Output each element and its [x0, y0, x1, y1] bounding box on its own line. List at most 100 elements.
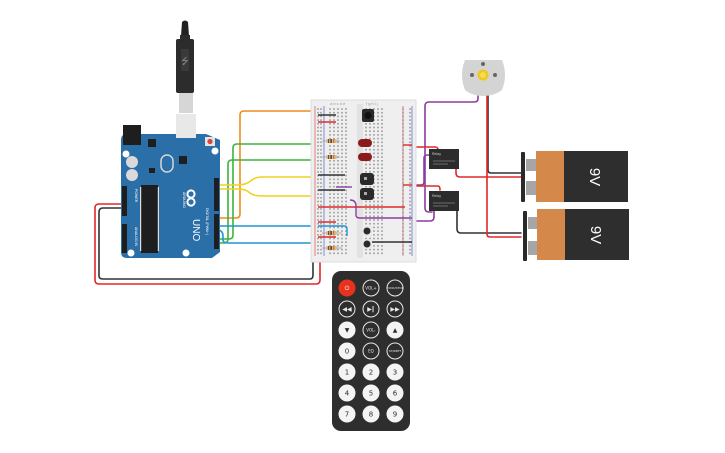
- wire-green[interactable]: [216, 143, 331, 240]
- pushbutton[interactable]: [362, 239, 372, 249]
- remote-button-play-pause[interactable]: ▶‖: [362, 300, 380, 318]
- relay[interactable]: Relay: [429, 149, 459, 169]
- remote-button-st-rept[interactable]: ST/REPT: [386, 342, 404, 360]
- wire-yellow[interactable]: [212, 176, 331, 186]
- wire-black[interactable]: [456, 209, 522, 234]
- battery-9v[interactable]: 9V: [521, 151, 628, 202]
- up-triangle-icon: ▲: [393, 327, 398, 334]
- digital-header-bottom[interactable]: [214, 214, 219, 249]
- transistor[interactable]: [360, 188, 374, 200]
- remote-button-2[interactable]: 2: [362, 363, 380, 381]
- crystal: [160, 154, 174, 173]
- remote-button-power[interactable]: ⏻: [338, 279, 356, 297]
- jumper-purple[interactable]: [349, 199, 412, 219]
- remote-button-0[interactable]: 0: [338, 342, 356, 360]
- jumper-blue[interactable]: [318, 225, 348, 236]
- wire-yellow[interactable]: [212, 188, 331, 197]
- remote-button-label: 4: [345, 389, 350, 397]
- wire-orange[interactable]: [216, 110, 319, 219]
- wire-purple[interactable]: [351, 154, 431, 186]
- remote-button-eq[interactable]: EQ: [362, 342, 380, 360]
- remote-button-func-stop[interactable]: FUNC/STOP: [386, 279, 404, 297]
- usb-port-socket: [176, 116, 196, 138]
- wire-purple[interactable]: [424, 95, 479, 213]
- remote-button-prev[interactable]: ◀◀: [338, 300, 356, 318]
- remote-button-7[interactable]: 7: [338, 405, 356, 423]
- power-label: POWER: [134, 189, 138, 203]
- resistor[interactable]: [322, 246, 342, 250]
- power-jack: [123, 125, 141, 145]
- relay[interactable]: Relay: [429, 191, 459, 211]
- wire-black[interactable]: [98, 207, 314, 280]
- remote-button-5[interactable]: 5: [362, 384, 380, 402]
- column-labels-right: f g h i j: [366, 101, 378, 106]
- relay-label: Relay: [432, 152, 441, 156]
- capacitor: [126, 169, 138, 181]
- play-pause-icon: ▶‖: [367, 306, 375, 313]
- remote-button-3[interactable]: 3: [386, 363, 404, 381]
- digital-header-top[interactable]: [214, 178, 219, 211]
- remote-button-8[interactable]: 8: [362, 405, 380, 423]
- resistor[interactable]: [322, 139, 340, 143]
- dc-motor[interactable]: [462, 60, 505, 96]
- breadboard[interactable]: a b c d e f g h i j: [310, 99, 417, 263]
- resistor[interactable]: [322, 155, 340, 159]
- arduino-uno[interactable]: UNO ARDUINO DIGITAL (PWM~) POWER ANALOG …: [121, 116, 220, 258]
- resistor[interactable]: [322, 231, 342, 235]
- remote-button-label: 0: [345, 347, 349, 355]
- mounting-hole: [127, 249, 135, 257]
- voltage-regulator: [148, 139, 156, 147]
- usb-icon-plate: [181, 49, 189, 71]
- small-component: [149, 168, 155, 173]
- remote-button-1[interactable]: 1: [338, 363, 356, 381]
- remote-button-label: 8: [369, 410, 373, 418]
- remote-button-label: 9: [393, 410, 397, 418]
- remote-button-label: 1: [345, 368, 349, 376]
- remote-button-6[interactable]: 6: [386, 384, 404, 402]
- wire-red[interactable]: [411, 185, 441, 191]
- pushbutton[interactable]: [362, 226, 372, 236]
- remote-button-label: 5: [369, 389, 373, 397]
- wire-black[interactable]: [487, 95, 522, 174]
- remote-button-4[interactable]: 4: [338, 384, 356, 402]
- battery-label: 9V: [587, 226, 604, 244]
- transistor[interactable]: [360, 173, 374, 185]
- wire-red[interactable]: [455, 167, 522, 178]
- led-red[interactable]: [358, 153, 372, 161]
- gear-icon: [477, 69, 489, 81]
- power-icon: ⏻: [345, 285, 350, 292]
- analog-header[interactable]: [122, 224, 127, 253]
- remote-button-label: VOL+: [365, 285, 376, 290]
- usb-connector-metal: [179, 93, 193, 113]
- capacitor: [126, 156, 138, 168]
- remote-button-next[interactable]: ▶▶: [386, 300, 404, 318]
- wire-blue[interactable]: [216, 225, 319, 237]
- wire-red[interactable]: [486, 95, 522, 238]
- remote-button-up[interactable]: ▲: [386, 321, 404, 339]
- remote-button-label: FUNC/STOP: [386, 286, 403, 290]
- led-red[interactable]: [358, 139, 372, 147]
- remote-button-9[interactable]: 9: [386, 405, 404, 423]
- wire-red[interactable]: [94, 203, 321, 285]
- remote-button-label: 6: [393, 389, 398, 397]
- chip-pins: [140, 187, 159, 251]
- battery-clip: [521, 152, 525, 202]
- down-triangle-icon: ▼: [345, 327, 350, 334]
- board-label: UNO: [190, 219, 201, 241]
- usb-plug-neck: [180, 35, 190, 40]
- remote-button-label: VOL-: [366, 327, 376, 332]
- battery-label: 9V: [586, 168, 603, 186]
- remote-button-down[interactable]: ▼: [338, 321, 356, 339]
- ir-receiver-lens: [364, 112, 372, 119]
- battery-9v[interactable]: 9V: [523, 209, 629, 261]
- remote-button-label: EQ: [368, 348, 374, 353]
- fast-forward-icon: ▶▶: [390, 306, 400, 313]
- remote-button-vol-[interactable]: VOL+: [362, 279, 380, 297]
- reset-button-dot[interactable]: [207, 138, 213, 145]
- power-header[interactable]: [122, 186, 127, 216]
- remote-button-vol-[interactable]: VOL-: [362, 321, 380, 339]
- atmega-chip: [141, 185, 158, 253]
